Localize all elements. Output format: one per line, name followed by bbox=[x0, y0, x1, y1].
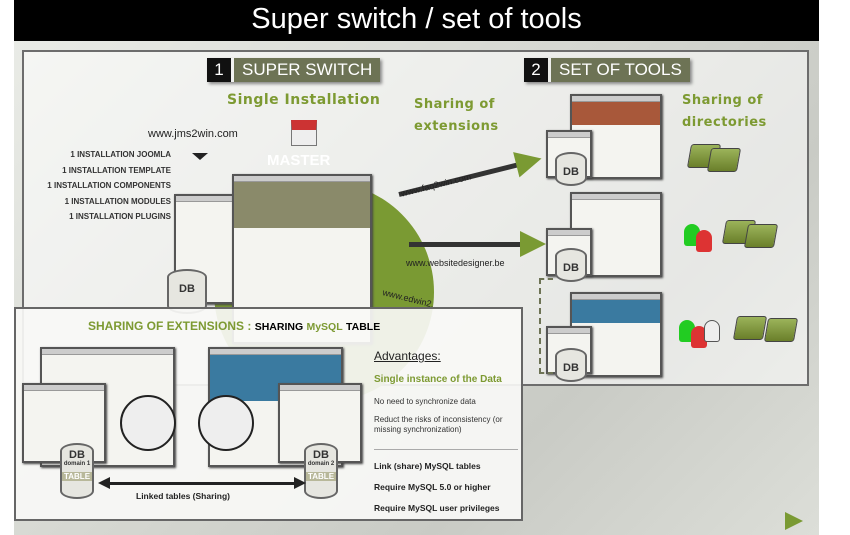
folder-icon bbox=[706, 148, 742, 172]
title-part: SHARING OF EXTENSIONS : bbox=[88, 319, 252, 333]
sharing-bubble-2 bbox=[198, 395, 254, 451]
linked-double-arrow bbox=[106, 482, 296, 485]
advantage-point: Link (share) MySQL tables bbox=[374, 461, 481, 471]
user-icon bbox=[704, 320, 720, 342]
advantages-heading: Advantages: bbox=[374, 349, 441, 363]
install-item: 1 INSTALLATION JOOMLA bbox=[70, 150, 171, 159]
house-icon bbox=[291, 120, 317, 146]
title-part: SHARING bbox=[254, 321, 304, 333]
db-cylinder: DB domain 2 TABLE bbox=[304, 443, 338, 499]
main-panel: 1 SUPER SWITCH Single Installation www.j… bbox=[22, 50, 809, 402]
sharing-bubble-1 bbox=[120, 395, 176, 451]
arrow-left-icon bbox=[98, 477, 110, 489]
site-url-2: www.websitedesigner.be bbox=[406, 258, 505, 268]
title-part: TABLE bbox=[345, 321, 381, 333]
section-number: 1 bbox=[207, 58, 231, 82]
site-1-screenshot bbox=[570, 94, 662, 179]
label-line: Sharing of bbox=[682, 93, 763, 108]
site-url-1: www.faq2win.com bbox=[399, 171, 473, 199]
folder-icon bbox=[743, 224, 779, 248]
sharing-extensions-label: Sharing of extensions bbox=[414, 94, 499, 138]
user-icon bbox=[691, 326, 707, 348]
domain-label: domain 1 bbox=[63, 461, 91, 467]
no-sync-text: No need to synchronize data bbox=[374, 397, 476, 406]
db-label: DB bbox=[313, 449, 329, 461]
db-domain-1: DB domain 1 TABLE bbox=[60, 443, 94, 499]
dropdown-triangle-icon bbox=[192, 153, 208, 160]
master-label: MASTER bbox=[267, 152, 331, 169]
table-label: TABLE bbox=[306, 472, 336, 481]
label-line: Sharing of bbox=[414, 97, 495, 112]
label-line: extensions bbox=[414, 119, 499, 134]
section-label: SET OF TOOLS bbox=[551, 58, 690, 82]
master-site-url: www.jms2win.com bbox=[148, 128, 238, 140]
install-item: 1 INSTALLATION TEMPLATE bbox=[62, 165, 171, 175]
sharing-directories-label: Sharing of directories bbox=[682, 90, 767, 134]
advantage-point: Require MySQL 5.0 or higher bbox=[374, 482, 491, 492]
master-db-icon: DB bbox=[167, 269, 207, 314]
set-of-tools-header: 2 SET OF TOOLS bbox=[524, 58, 690, 82]
install-item: 1 INSTALLATION MODULES bbox=[64, 196, 171, 206]
db-cylinder: DB domain 1 TABLE bbox=[60, 443, 94, 499]
slide-title: Super switch / set of tools bbox=[14, 0, 819, 41]
sharing-extensions-inset: SHARING OF EXTENSIONS : SHARING MySQL TA… bbox=[14, 307, 523, 521]
super-switch-header: 1 SUPER SWITCH bbox=[207, 58, 381, 82]
inset-title: SHARING OF EXTENSIONS : SHARING MySQL TA… bbox=[88, 319, 380, 333]
site-3-db-icon: DB bbox=[555, 348, 587, 382]
db-label: DB bbox=[69, 449, 85, 461]
db-domain-2: DB domain 2 TABLE bbox=[304, 443, 338, 499]
table-label: TABLE bbox=[62, 472, 92, 481]
section-label: SUPER SWITCH bbox=[234, 58, 381, 82]
label-line: directories bbox=[682, 115, 767, 130]
install-item: 1 INSTALLATION PLUGINS bbox=[69, 212, 171, 221]
folder-icon bbox=[763, 318, 799, 342]
installation-list: 1 INSTALLATION JOOMLA 1 INSTALLATION TEM… bbox=[29, 147, 171, 225]
install-item: 1 INSTALLATION COMPONENTS bbox=[47, 181, 171, 190]
domain-label: domain 2 bbox=[307, 461, 335, 467]
title-part: MySQL bbox=[306, 321, 343, 333]
advantage-point: Require MySQL user privileges bbox=[374, 503, 500, 513]
single-installation-label: Single Installation bbox=[227, 92, 381, 108]
shared-link-dashed bbox=[539, 278, 553, 374]
site-2-db-icon: DB bbox=[555, 248, 587, 282]
single-instance-label: Single instance of the Data bbox=[374, 374, 502, 385]
arrow-to-site-2 bbox=[409, 231, 546, 257]
arrow-right-icon bbox=[294, 477, 306, 489]
reduce-risk-text: Reduct the risks of inconsistency (or mi… bbox=[374, 415, 503, 434]
folder-icon bbox=[732, 316, 768, 340]
divider bbox=[374, 449, 518, 450]
linked-tables-label: Linked tables (Sharing) bbox=[136, 491, 230, 501]
section-number: 2 bbox=[524, 58, 548, 82]
user-icon bbox=[696, 230, 712, 252]
site-1-db-icon: DB bbox=[555, 152, 587, 186]
next-slide-icon[interactable] bbox=[785, 512, 803, 530]
